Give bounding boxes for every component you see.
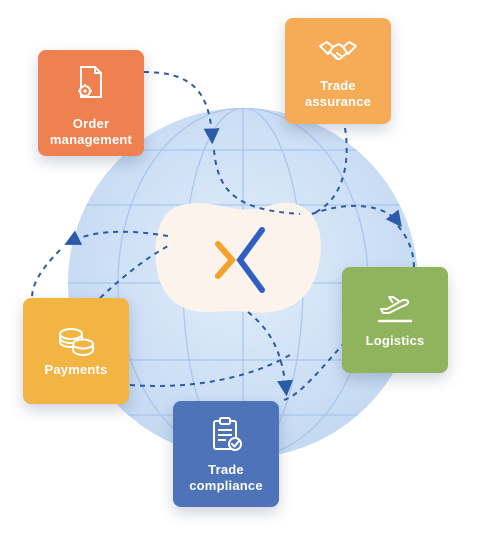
- card-logistics[interactable]: Logistics: [342, 267, 448, 373]
- connector-order-to-center: [143, 71, 220, 145]
- card-trade-compliance[interactable]: Trade compliance: [173, 401, 279, 507]
- airplane-takeoff-icon: [377, 296, 413, 323]
- card-payments[interactable]: Payments: [23, 298, 129, 404]
- connector-payments-up: [99, 245, 169, 299]
- connector-payments-left: [31, 249, 61, 299]
- coins-icon: [59, 328, 94, 357]
- brand-logo-icon: [215, 227, 265, 293]
- card-logistics-label: Logistics: [365, 333, 425, 348]
- card-order-management[interactable]: Order management: [38, 50, 144, 156]
- card-order-management-label: Order management: [49, 116, 133, 147]
- document-gear-icon: [78, 66, 102, 98]
- card-trade-assurance-label: Trade assurance: [304, 78, 372, 109]
- handshake-icon: [319, 41, 357, 61]
- card-payments-label: Payments: [44, 362, 108, 377]
- connector-assurance-to-logistics: [311, 127, 348, 215]
- connector-payments-to-compliance: [129, 354, 291, 387]
- clipboard-check-icon: [213, 417, 242, 451]
- connector-right-edge: [397, 225, 415, 269]
- connector-order-loop: [213, 149, 301, 215]
- card-trade-compliance-label: Trade compliance: [189, 462, 263, 493]
- connector-globe-right: [311, 204, 402, 228]
- card-trade-assurance[interactable]: Trade assurance: [285, 18, 391, 124]
- connector-lines: [31, 71, 415, 401]
- connector-left-to-payments: [64, 230, 169, 245]
- connector-logistics-to-compliance: [283, 341, 346, 401]
- connector-blob-to-compliance: [247, 311, 294, 397]
